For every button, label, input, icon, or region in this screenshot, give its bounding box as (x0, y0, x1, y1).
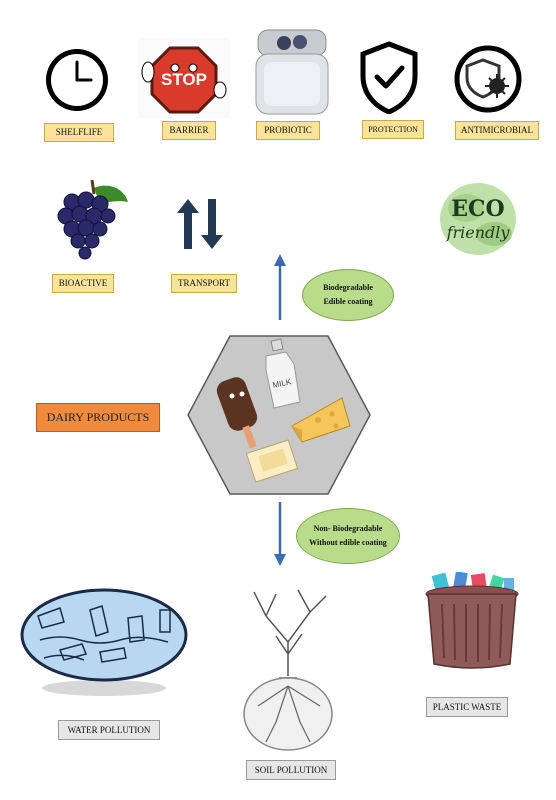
eco-friendly-icon: ECO friendly (440, 183, 516, 255)
clock-icon (46, 49, 108, 111)
label-plastic-waste: PLASTIC WASTE (426, 697, 508, 717)
milk-bottle-icon: MILK (265, 338, 301, 409)
label-bioactive: BIOACTIVE (52, 274, 114, 293)
downward-arrow (274, 502, 286, 566)
shield-check-icon (360, 41, 418, 114)
label-antimicrobial: ANTIMICROBIAL (455, 121, 539, 140)
label-shelflife: SHELFLIFE (44, 123, 114, 142)
label-probiotic: PROBIOTIC (256, 121, 320, 140)
transport-arrows-icon (177, 199, 223, 249)
dairy-hexagon: MILK (187, 335, 371, 495)
biodegradable-oval: Biodegradable Edible coating (302, 269, 394, 321)
label-water-pollution: WATER POLLUTION (58, 720, 160, 740)
stop-text: STOP (161, 70, 207, 89)
milk-label: MILK (272, 377, 293, 390)
label-soil-pollution: SOIL POLLUTION (246, 760, 336, 780)
grapes-icon (57, 179, 128, 260)
butter-icon (245, 439, 299, 483)
oval-top-line1: Biodegradable (323, 283, 373, 292)
soil-pollution-tree (243, 589, 333, 751)
non-biodegradable-oval: Non- Biodegradable Without edible coatin… (296, 508, 400, 564)
label-barrier: BARRIER (162, 121, 216, 140)
label-protection: PROTECTION (362, 120, 424, 139)
plastic-waste-bin (425, 572, 519, 669)
cheese-icon (291, 397, 351, 443)
oval-bottom-line2: Without edible coating (309, 538, 387, 547)
stop-sign-icon: STOP (138, 38, 230, 118)
ice-cream-icon (216, 377, 258, 449)
water-pollution-image (20, 588, 188, 696)
shield-virus-icon (454, 45, 522, 113)
oval-bottom-line1: Non- Biodegradable (313, 524, 383, 533)
eco-text: ECO (451, 196, 504, 222)
probiotic-jar-icon (255, 29, 329, 115)
label-transport: TRANSPORT (171, 274, 237, 293)
oval-top-line2: Edible coating (323, 297, 373, 306)
upward-arrow (274, 254, 286, 320)
dairy-products-label: DAIRY PRODUCTS (36, 403, 160, 432)
friendly-text: friendly (446, 223, 511, 242)
